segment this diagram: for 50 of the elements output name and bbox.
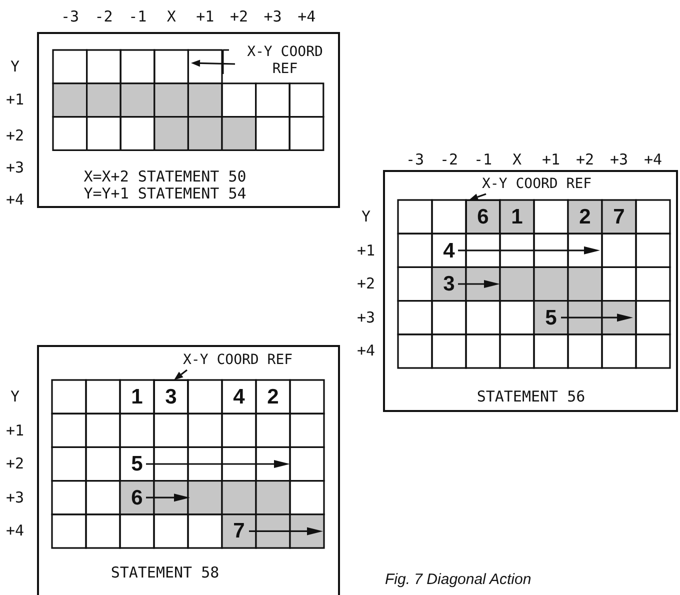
cell-number: 3 <box>165 386 177 408</box>
statement-text: X=X+2 STATEMENT 50 <box>84 170 246 184</box>
cell-number: 5 <box>545 307 557 328</box>
axis-label: +3 <box>264 10 282 24</box>
cell-number: 1 <box>511 206 523 228</box>
cell-number: 1 <box>131 386 143 408</box>
axis-label: -2 <box>440 152 458 168</box>
cell-number: 3 <box>443 274 455 295</box>
axis-label: +3 <box>356 310 376 326</box>
axis-label: Y <box>10 390 20 404</box>
cell-number: 7 <box>233 520 245 542</box>
statement-text: Y=Y+1 STATEMENT 54 <box>84 186 246 202</box>
statement-text: STATEMENT 56 <box>476 390 586 404</box>
cell-number: 2 <box>579 206 591 228</box>
axis-label: -2 <box>94 10 113 24</box>
caption: Fig. 7 Diagonal Action <box>385 571 532 588</box>
axis-label: +1 <box>356 243 376 258</box>
axis-label: +4 <box>6 524 24 539</box>
cell-number: 5 <box>131 454 143 475</box>
axis-label: X <box>512 152 522 168</box>
axis-label: +4 <box>6 192 24 208</box>
axis-label: +2 <box>6 128 24 144</box>
axis-label: +2 <box>230 10 248 24</box>
axis-label: +3 <box>6 160 24 176</box>
axis-label: -3 <box>60 10 80 24</box>
axis-label: +3 <box>610 152 628 168</box>
cell-number: 7 <box>613 206 625 228</box>
axis-label: -1 <box>474 152 492 168</box>
axis-label: +2 <box>576 152 594 168</box>
statement-text: STATEMENT 58 <box>110 566 220 580</box>
axis-label: +4 <box>644 152 662 168</box>
axis-label: +4 <box>298 10 316 24</box>
cell-number: 6 <box>131 487 143 508</box>
cell-number: 4 <box>233 386 245 408</box>
axis-label: +1 <box>542 152 560 168</box>
axis-label: +1 <box>6 423 24 438</box>
axis-label: +2 <box>6 456 24 472</box>
cell-number: 4 <box>443 240 455 262</box>
axis-label: Y <box>361 210 371 224</box>
cell-number: 6 <box>477 206 489 228</box>
axis-label: +1 <box>196 10 214 24</box>
axis-label: X <box>166 10 176 24</box>
cell-number: 2 <box>267 386 279 408</box>
axis-label: Y <box>10 60 20 74</box>
axis-label: +2 <box>356 276 376 292</box>
axis-label: -1 <box>128 10 147 24</box>
axis-label: +4 <box>356 344 376 359</box>
axis-label: +3 <box>6 490 24 506</box>
axis-label: -3 <box>406 152 424 168</box>
axis-label: +1 <box>6 92 24 108</box>
